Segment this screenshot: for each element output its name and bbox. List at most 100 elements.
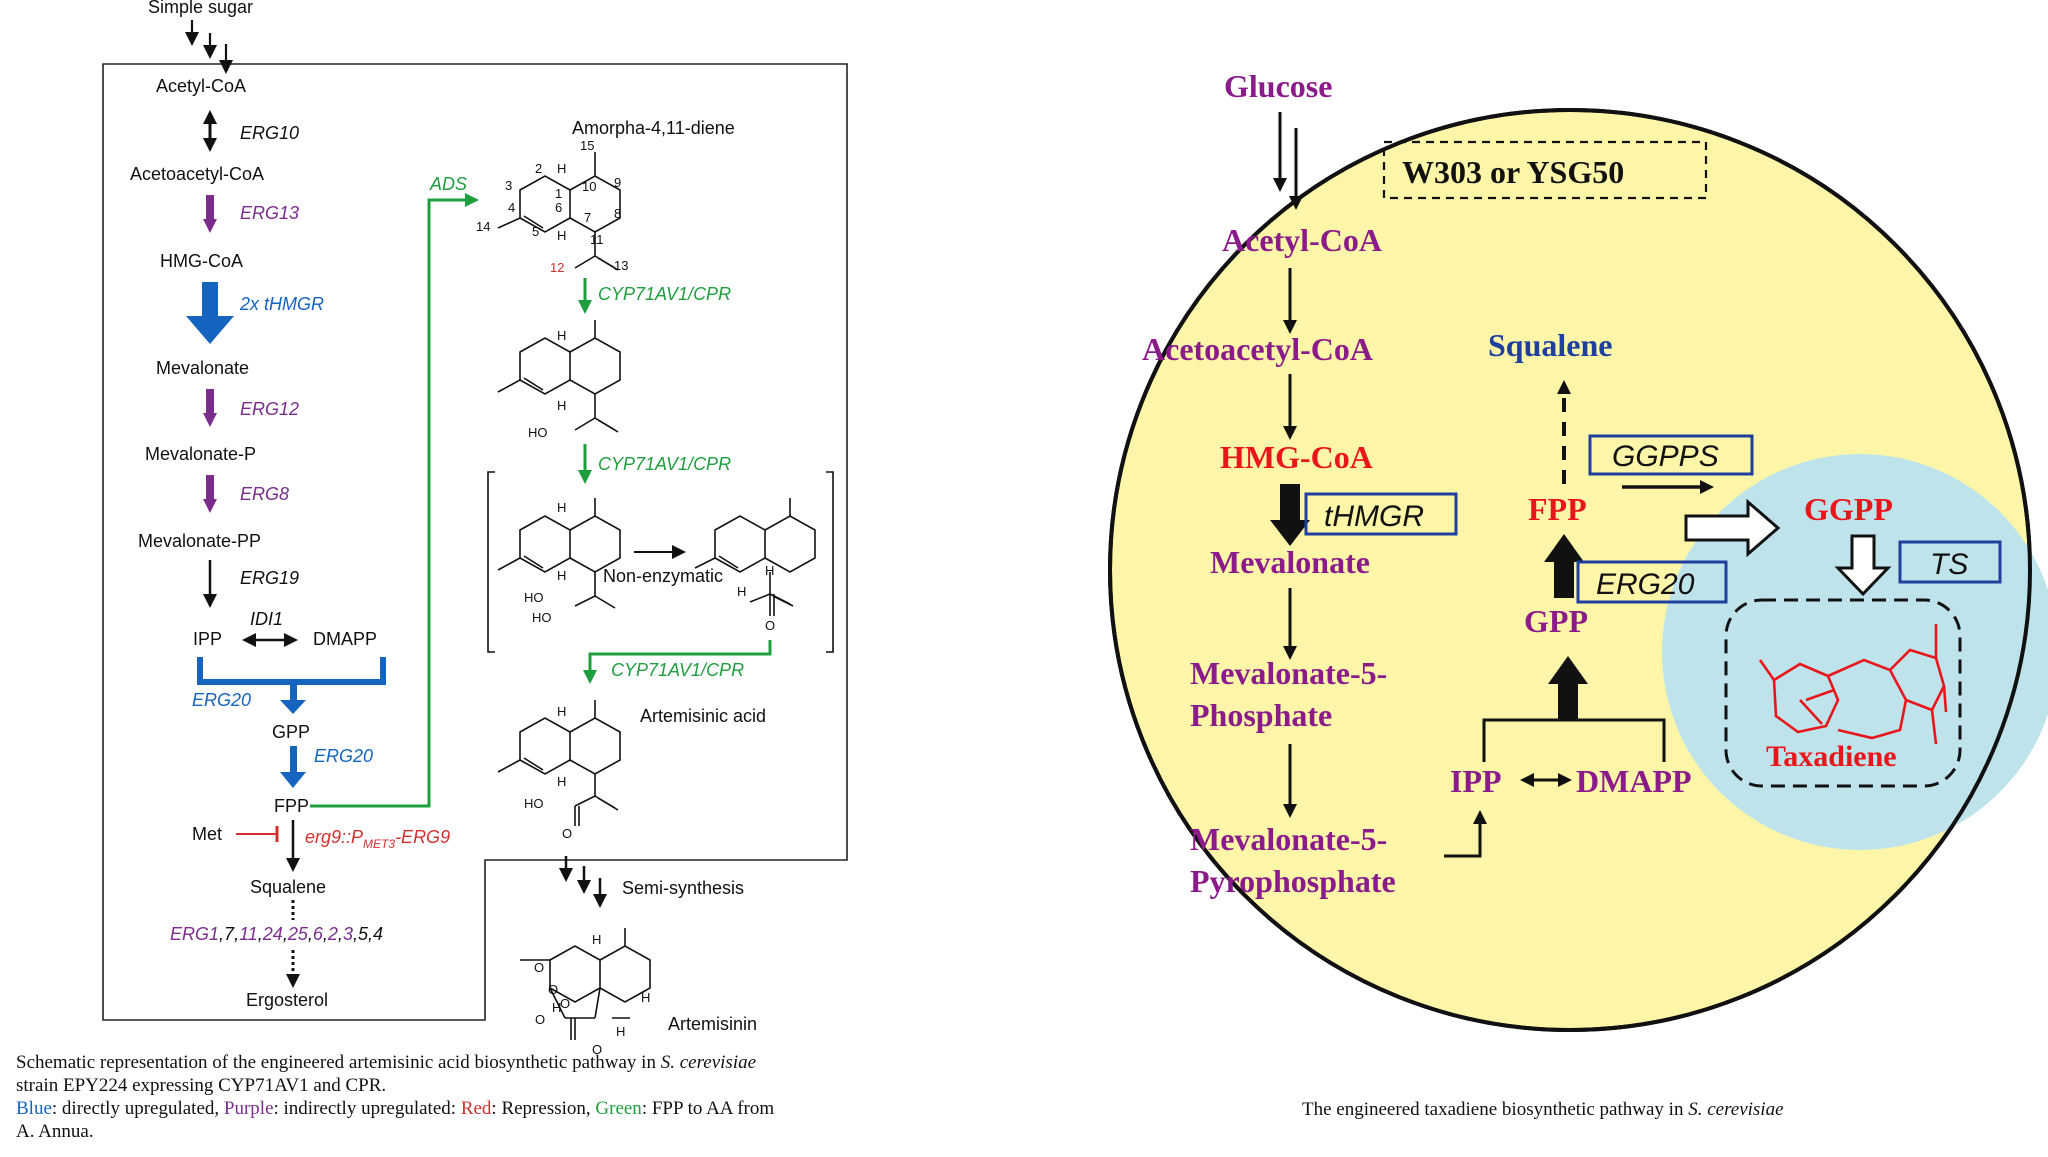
erg20-bracket [197, 657, 386, 714]
artemisinic-acid-structure [497, 700, 621, 826]
erg-list: ERG1,7,11,24,25,6,2,3,5,4 [170, 924, 383, 944]
artemisinic-acid-label: Artemisinic acid [640, 706, 766, 726]
erg-list-part: , [219, 924, 224, 944]
artemisinic-alcohol-atoms: H H HO [528, 328, 566, 440]
svg-text:H: H [641, 990, 650, 1005]
entry-arrows [185, 20, 233, 74]
erg20-label-b: ERG20 [314, 746, 373, 766]
svg-text:4: 4 [508, 200, 515, 215]
svg-text:O: O [765, 618, 775, 633]
svg-text:HO: HO [532, 610, 552, 625]
met-label: Met [192, 824, 222, 844]
svg-text:O: O [592, 1042, 602, 1057]
right-ipp: IPP [1450, 763, 1502, 799]
erg20-box [1576, 560, 1728, 604]
svg-text:H: H [557, 500, 566, 515]
svg-text:5: 5 [532, 224, 539, 239]
svg-text:6: 6 [555, 200, 562, 215]
diol-structure [497, 498, 621, 609]
erg13-label: ERG13 [240, 203, 299, 223]
artemisinic-alcohol-structure [497, 320, 621, 433]
strain-box [1382, 140, 1708, 200]
aldehyde-atoms: H H O [737, 563, 775, 633]
svg-text:11: 11 [590, 232, 604, 247]
caption-line-1: Schematic representation of the engineer… [16, 1052, 757, 1073]
right-arrow-to-ipp [1444, 810, 1487, 858]
thmgr-box [1304, 492, 1458, 536]
mevalonate-p-label: Mevalonate-P [145, 444, 256, 464]
ts-box [1898, 540, 2002, 584]
thmgr-arrow [186, 282, 234, 344]
erg9-label: erg9::PMET3-ERG9 [305, 827, 450, 851]
ads-label: ADS [429, 174, 467, 194]
erg-list-part: , [283, 924, 288, 944]
amorpha-label: Amorpha-4,11-diene [572, 118, 735, 138]
right-mev5p-2: Phosphate [1190, 697, 1332, 733]
taxadiene-pathway-panel: W303 or YSG50 Glucose Acetyl-CoA Acetoac… [1108, 68, 2048, 1032]
erg-list-part: , [234, 924, 239, 944]
svg-text:HO: HO [524, 796, 544, 811]
svg-text:O: O [562, 826, 572, 841]
right-acetoacetyl-coa: Acetoacetyl-CoA [1142, 331, 1373, 367]
cyp-arrow-3 [583, 640, 772, 684]
artemisinic-pathway-panel: Simple sugar Acetyl-CoA ERG10 Acetoacety… [102, 0, 848, 1057]
cyp-label-3: CYP71AV1/CPR [611, 660, 744, 680]
fpp-big-arrow [1544, 534, 1584, 598]
gpp-label: GPP [272, 722, 310, 742]
erg-list-part: , [338, 924, 343, 944]
svg-text:H: H [592, 932, 601, 947]
artemisinin-structure [520, 928, 651, 1040]
svg-text:H: H [616, 1024, 625, 1039]
ads-arrow [310, 193, 479, 808]
amorphadiene-atoms: 15 2 H 1 10 9 3 4 6 7 8 5 H 14 11 12 13 [476, 138, 628, 275]
erg8-label: ERG8 [240, 484, 289, 504]
svg-text:H: H [557, 774, 566, 789]
erg-list-part: 11 [239, 924, 258, 944]
acetyl-coa-label: Acetyl-CoA [156, 76, 246, 96]
svg-text:3: 3 [505, 178, 512, 193]
right-hmg-coa: HMG-CoA [1220, 439, 1373, 475]
ggpp-to-taxadiene-hollow-arrow [1834, 534, 1892, 597]
right-mev5pp-1: Mevalonate-5- [1190, 821, 1387, 857]
right-mev5p-1: Mevalonate-5- [1190, 655, 1387, 691]
fpp-label: FPP [274, 796, 309, 816]
hmg-coa-label: HMG-CoA [160, 251, 243, 271]
ergosterol-label: Ergosterol [246, 990, 328, 1010]
caption-line-3: Blue: directly upregulated, Purple: indi… [16, 1098, 775, 1119]
yeast-cell-outline [1108, 108, 2032, 1032]
right-mev5pp-2: Pyrophosphate [1190, 863, 1396, 899]
svg-text:12: 12 [550, 260, 564, 275]
taxadiene-dashed-box [1724, 598, 1962, 788]
right-mevalonate: Mevalonate [1210, 544, 1370, 580]
amorphadiene-structure [497, 152, 621, 271]
svg-text:H: H [557, 704, 566, 719]
right-dmapp: DMAPP [1576, 763, 1692, 799]
acetoacetyl-coa-label: Acetoacetyl-CoA [130, 164, 264, 184]
erg-list-part: , [308, 924, 313, 944]
thmgr-big-arrow [1270, 484, 1310, 546]
idi1-label: IDI1 [250, 609, 283, 629]
non-enzymatic-label: Non-enzymatic [603, 566, 723, 586]
erg20-arrow-b [280, 746, 306, 788]
svg-text:HO: HO [528, 425, 548, 440]
right-fpp: FPP [1528, 491, 1587, 527]
svg-text:14: 14 [476, 219, 490, 234]
erg19-label: ERG19 [240, 568, 299, 588]
erg-list-part: , [323, 924, 328, 944]
erg12-label: ERG12 [240, 399, 299, 419]
svg-text:H: H [557, 398, 566, 413]
thmgr-label: 2x tHMGR [239, 294, 324, 314]
erg-list-part: 24 [262, 924, 283, 944]
svg-text:8: 8 [614, 206, 621, 221]
ipp-label: IPP [193, 629, 222, 649]
aldehyde-structure [694, 498, 816, 616]
artemisinic-acid-atoms: H H HO O [524, 704, 572, 841]
svg-text:H: H [557, 228, 566, 243]
taxadiene-label: Taxadiene [1766, 740, 1897, 773]
svg-text:H: H [552, 1000, 561, 1015]
cell-frame [102, 63, 848, 1021]
ggpps-box-label: GGPPS [1612, 440, 1719, 473]
right-acetyl-coa: Acetyl-CoA [1222, 222, 1382, 258]
glucose-label: Glucose [1224, 68, 1332, 104]
erg-list-part: ERG1 [170, 924, 219, 944]
